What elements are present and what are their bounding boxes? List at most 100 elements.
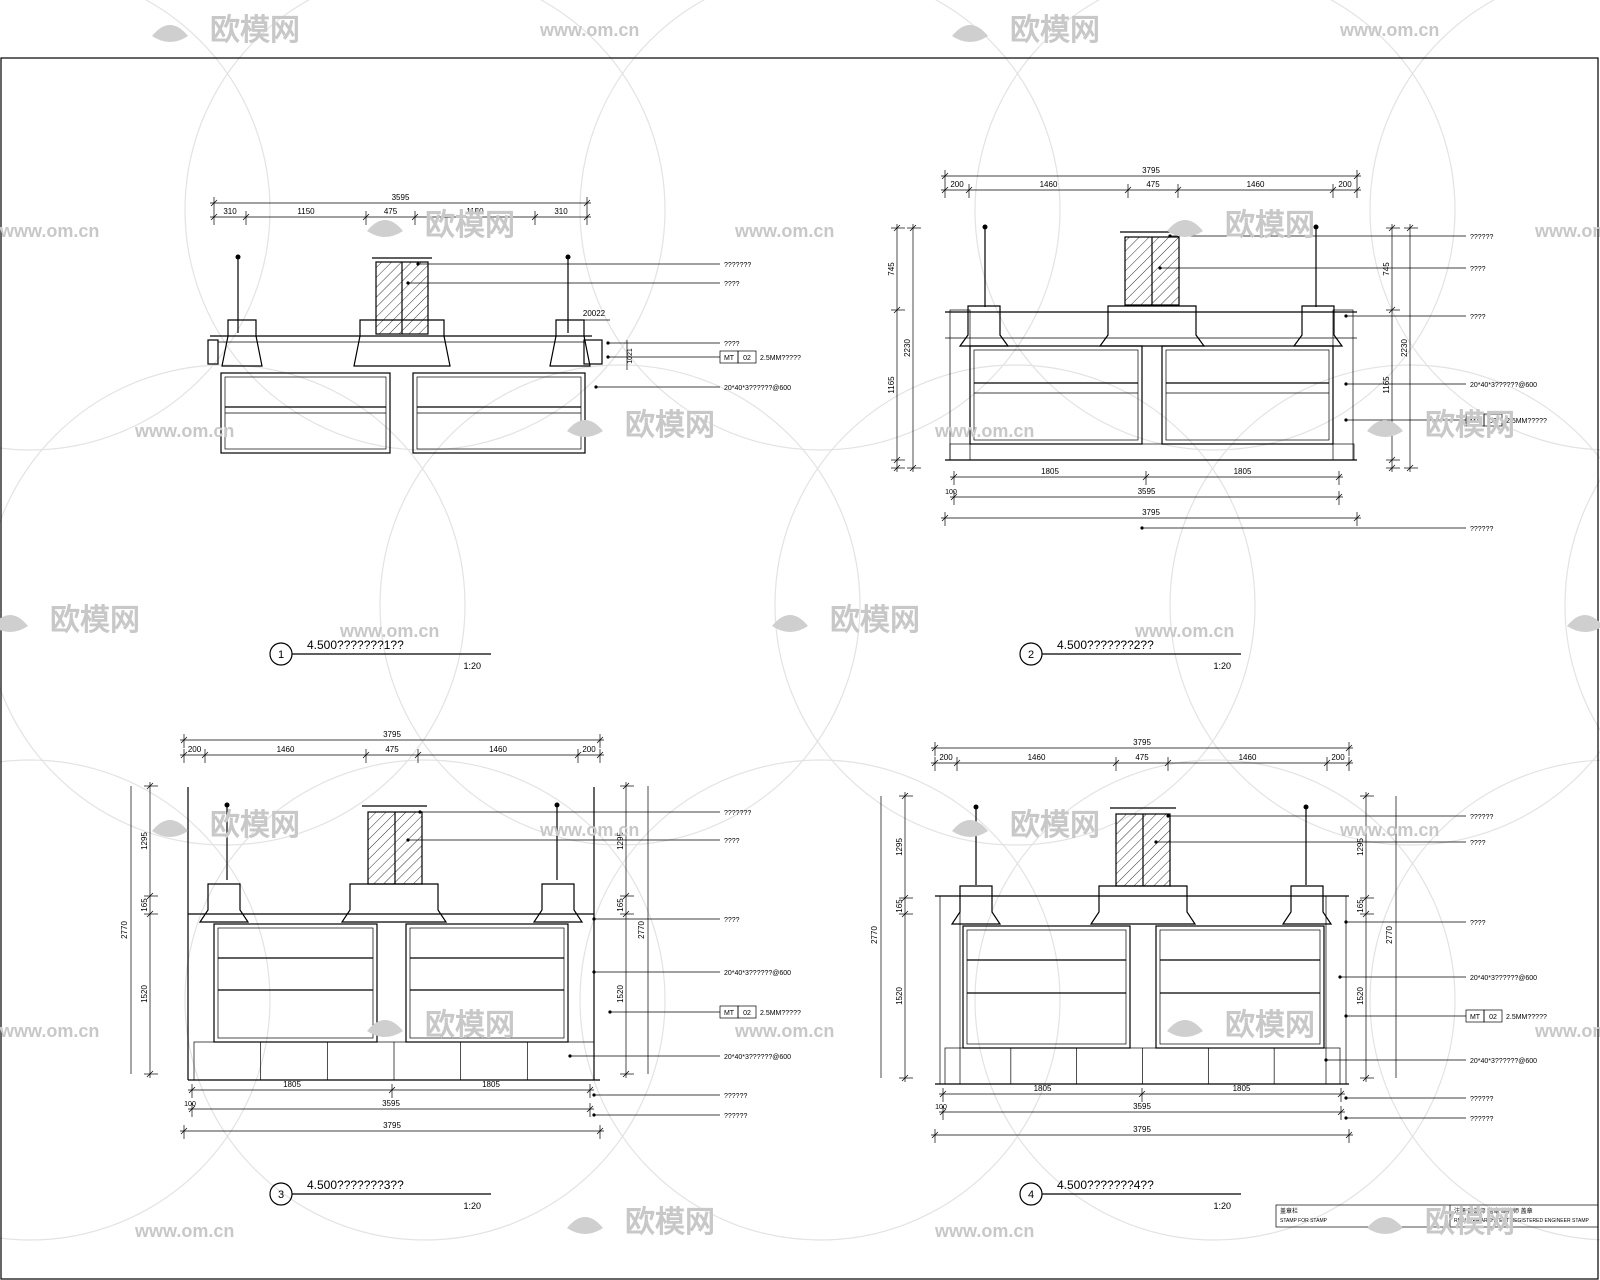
watermark-brand: 欧模网 bbox=[1425, 1206, 1515, 1239]
callout-text: ???? bbox=[1470, 314, 1486, 321]
dim-tick bbox=[596, 751, 604, 759]
leader-dot bbox=[606, 355, 610, 359]
watermark-url: www.om.cn bbox=[0, 1021, 99, 1041]
leader-dot bbox=[594, 385, 598, 389]
dim-tick bbox=[188, 1105, 196, 1113]
watermark-logo-icon bbox=[952, 820, 988, 837]
dim-tick bbox=[201, 751, 209, 759]
watermark-brand: 欧模网 bbox=[210, 809, 300, 842]
dim-tick bbox=[583, 199, 591, 207]
watermark-brand: 欧模网 bbox=[425, 209, 515, 242]
leader-dot bbox=[418, 810, 422, 814]
dim-tick bbox=[1335, 473, 1343, 481]
detail-dim: 20022 bbox=[583, 309, 606, 318]
tag-text: 2.5MM????? bbox=[760, 1010, 801, 1017]
callout-text: ?????? bbox=[1470, 1096, 1493, 1103]
dim-label: 200 bbox=[939, 753, 953, 762]
dim-label: 1295 bbox=[895, 838, 904, 856]
stamp-label-en: STAMP FOR STAMP bbox=[1280, 1218, 1328, 1224]
tag-box bbox=[737, 350, 757, 364]
callout-text: 20*40*3??????@600 bbox=[724, 1054, 791, 1061]
leader-dot bbox=[1344, 314, 1348, 318]
callout-text: ?????? bbox=[724, 1093, 747, 1100]
watermark-brand: 欧模网 bbox=[1010, 14, 1100, 47]
dim-label: 200 bbox=[950, 180, 964, 189]
dim-tick bbox=[531, 213, 539, 221]
display-case-inner bbox=[966, 929, 1127, 1045]
dim-tick bbox=[1362, 910, 1370, 918]
dim-tick bbox=[893, 306, 901, 314]
stamp-right-en: REGISTER ARCHITECT REGISTERED ENGINEER S… bbox=[1454, 1218, 1589, 1224]
dim-tick bbox=[941, 514, 949, 522]
tag-box bbox=[1483, 413, 1503, 427]
leader-dot bbox=[606, 341, 610, 345]
dim-total: 3795 bbox=[383, 1121, 401, 1130]
dim-label: 1520 bbox=[1356, 987, 1365, 1005]
dim-total: 3795 bbox=[1133, 1125, 1151, 1134]
dim-tick bbox=[574, 751, 582, 759]
watermark-url: www.om.cn bbox=[1339, 820, 1439, 840]
dim-label: 1805 bbox=[1034, 1084, 1052, 1093]
dim-label: 1150 bbox=[466, 207, 484, 216]
watermark-circle bbox=[974, 0, 1456, 451]
dim-tick bbox=[188, 1086, 196, 1094]
dim-tick bbox=[1353, 172, 1361, 180]
dim-tick bbox=[622, 782, 630, 790]
dim-label: 310 bbox=[554, 207, 568, 216]
pendant-cap bbox=[973, 804, 979, 810]
dim-label: 1520 bbox=[140, 985, 149, 1003]
dim-tick bbox=[901, 894, 909, 902]
callout-text: ???? bbox=[724, 341, 740, 348]
dim-total: 3795 bbox=[1142, 508, 1160, 517]
dim-tick bbox=[622, 892, 630, 900]
dim-label: 310 bbox=[223, 207, 237, 216]
dim-label: 475 bbox=[1135, 753, 1149, 762]
callout-text: ?????? bbox=[1470, 814, 1493, 821]
callout-text: 20*40*3??????@600 bbox=[1470, 975, 1537, 982]
watermark-circle bbox=[579, 759, 1061, 1241]
tag-code: MT bbox=[724, 355, 735, 362]
detail-number: 2 bbox=[1028, 649, 1034, 661]
dim-tick bbox=[210, 213, 218, 221]
watermark-logo-icon bbox=[567, 420, 603, 437]
drawing-scale: 1:20 bbox=[1213, 1201, 1231, 1211]
dim-tick bbox=[622, 910, 630, 918]
watermark-logo-icon bbox=[367, 1020, 403, 1037]
dim-tick bbox=[1353, 186, 1361, 194]
side-fitting bbox=[583, 339, 603, 365]
callout-text: ?????? bbox=[724, 1113, 747, 1120]
dim-label: 475 bbox=[385, 745, 399, 754]
watermark-logo-icon bbox=[152, 820, 188, 837]
leader-dot bbox=[406, 281, 410, 285]
pedestal bbox=[1089, 885, 1197, 925]
dim-label: 2230 bbox=[903, 339, 912, 357]
dim-tick bbox=[901, 792, 909, 800]
detail-number: 1 bbox=[278, 649, 284, 661]
drawing-title: 4.500???????3?? bbox=[307, 1178, 404, 1192]
dim-label: 200 bbox=[582, 745, 596, 754]
display-case bbox=[220, 372, 391, 454]
dim-label: 1460 bbox=[1247, 180, 1265, 189]
small-dim: 1021 bbox=[627, 348, 634, 364]
dim-tick bbox=[1362, 1074, 1370, 1082]
dim-tick bbox=[939, 1090, 947, 1098]
watermark-circle bbox=[0, 0, 271, 451]
pedestal bbox=[1281, 885, 1333, 925]
dim-tick bbox=[941, 186, 949, 194]
callout-text: ?????? bbox=[1470, 1116, 1493, 1123]
watermark-circle bbox=[1564, 479, 1600, 731]
dim-end: 100 bbox=[184, 1101, 196, 1108]
dim-label: 1165 bbox=[1382, 376, 1391, 394]
dim-tick bbox=[1142, 473, 1150, 481]
leader-dot bbox=[592, 917, 596, 921]
watermark-circle bbox=[974, 759, 1456, 1241]
watermark-circle bbox=[774, 364, 1256, 846]
pedestal bbox=[221, 319, 263, 367]
dim-tick bbox=[583, 213, 591, 221]
watermark-circle bbox=[0, 364, 466, 846]
dim-tick bbox=[586, 1086, 594, 1094]
callout-text: 20*40*3??????@600 bbox=[1470, 382, 1537, 389]
dim-total: 2770 bbox=[1385, 926, 1394, 944]
watermark-logo-icon bbox=[1167, 220, 1203, 237]
watermark-url: www.om.cn bbox=[1134, 621, 1234, 641]
